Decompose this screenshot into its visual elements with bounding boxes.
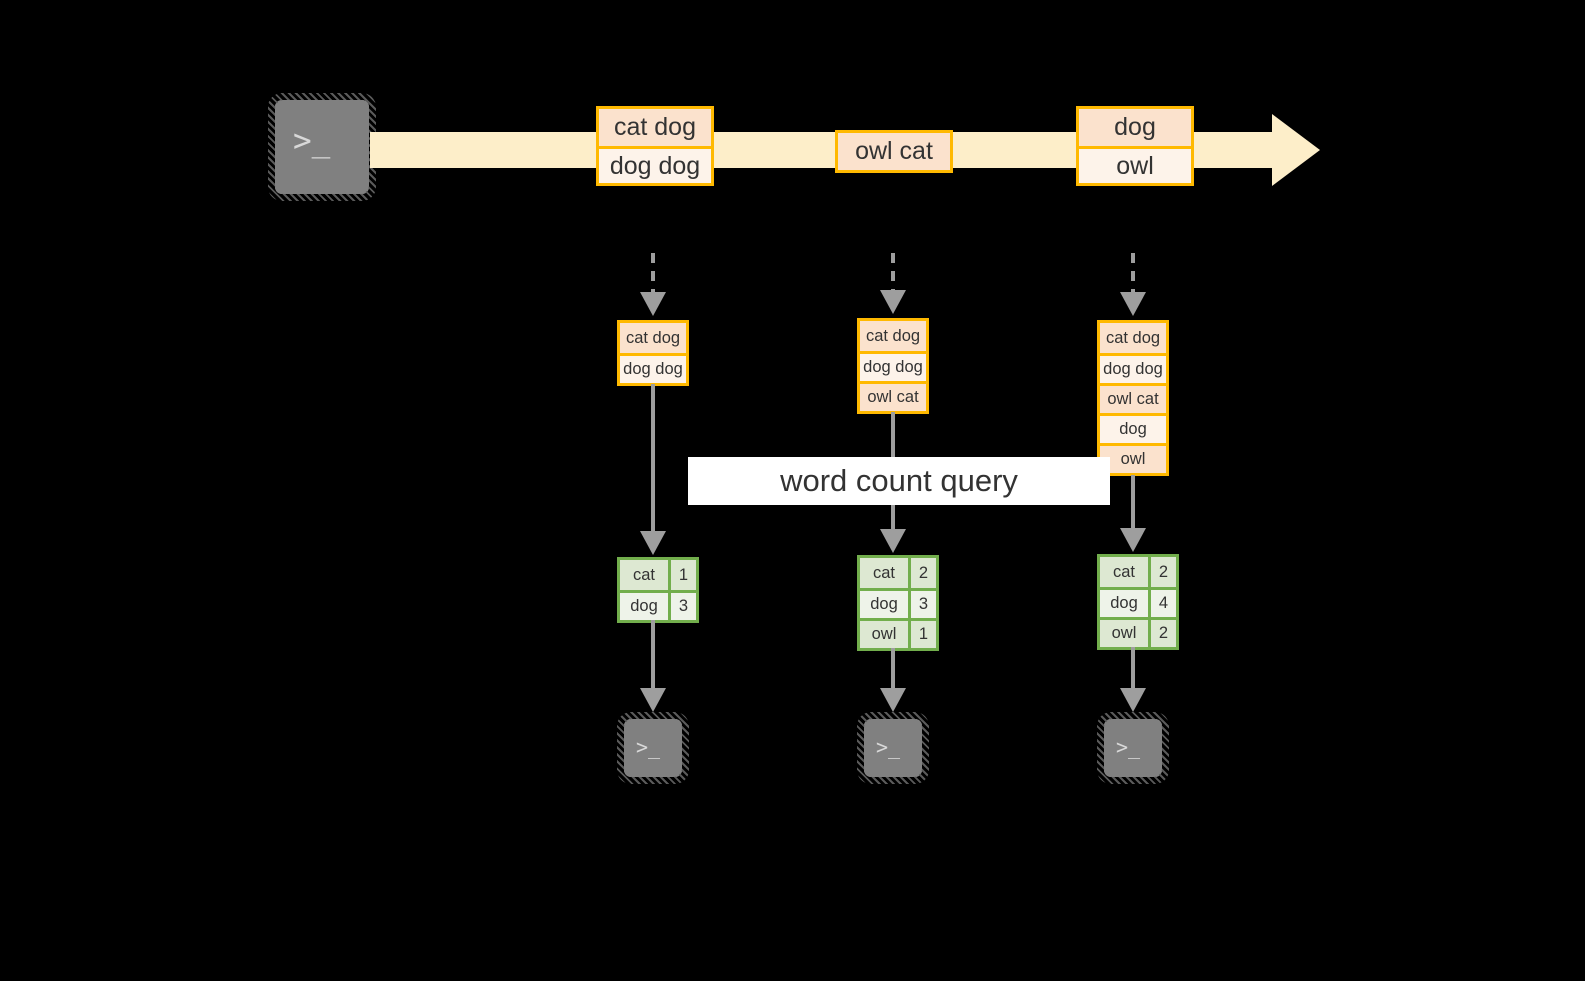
table-row: cat dog: [620, 323, 686, 353]
result-count: 1: [668, 560, 696, 590]
table-row: cat 1: [620, 560, 696, 590]
stream-record: owl cat: [838, 133, 950, 170]
result-word: cat: [620, 560, 668, 590]
result-count: 3: [908, 591, 936, 618]
snapshot-2-dashed-connector: [891, 253, 895, 295]
table-row: cat 2: [1100, 557, 1176, 587]
snapshot-1-query-connector: [651, 384, 655, 534]
snapshot-2-dashed-arrowhead: [880, 290, 906, 314]
stream-record: dog: [1079, 109, 1191, 146]
table-row: dog 4: [1100, 587, 1176, 617]
table-row: dog 3: [620, 590, 696, 620]
result-count: 2: [1148, 620, 1176, 647]
snapshot-2-query-arrowhead: [880, 529, 906, 553]
snapshot-3-sink-arrowhead: [1120, 688, 1146, 712]
table-row: cat dog: [1100, 323, 1166, 353]
query-label-band: word count query: [688, 457, 1110, 505]
result-word: dog: [1100, 590, 1148, 617]
table-row: cat dog: [860, 321, 926, 351]
sink-terminal-prompt: >_: [636, 735, 661, 759]
snapshot-3-input-table: cat dog dog dog owl cat dog owl: [1097, 320, 1169, 476]
terminal-screen: [275, 100, 369, 194]
result-word: dog: [860, 591, 908, 618]
table-row: owl cat: [860, 381, 926, 411]
result-count: 1: [908, 621, 936, 648]
result-count: 2: [1148, 557, 1176, 587]
sink-terminal-prompt: >_: [876, 735, 901, 759]
stream-record: cat dog: [599, 109, 711, 146]
result-word: dog: [620, 593, 668, 620]
terminal-screen: [864, 719, 922, 777]
table-row: dog 3: [860, 588, 936, 618]
stream-group-1: cat dog dog dog: [596, 106, 714, 186]
stream-record: dog dog: [599, 146, 711, 183]
snapshot-3-dashed-arrowhead: [1120, 292, 1146, 316]
snapshot-1-sink-arrowhead: [640, 688, 666, 712]
snapshot-1-query-arrowhead: [640, 531, 666, 555]
result-word: cat: [860, 558, 908, 588]
snapshot-2-sink-arrowhead: [880, 688, 906, 712]
snapshot-3-query-connector: [1131, 475, 1135, 531]
stream-record: owl: [1079, 146, 1191, 183]
snapshot-3-query-arrowhead: [1120, 528, 1146, 552]
result-word: owl: [1100, 620, 1148, 647]
snapshot-1-sink-connector: [651, 620, 655, 690]
snapshot-2-sink-terminal-icon: >_: [857, 712, 929, 784]
page-title: word count query: [780, 463, 1018, 498]
result-count: 4: [1148, 590, 1176, 617]
snapshot-3-dashed-connector: [1131, 253, 1135, 297]
snapshot-1-input-table: cat dog dog dog: [617, 320, 689, 386]
snapshot-2-result-table: cat 2 dog 3 owl 1: [857, 555, 939, 651]
table-row: dog: [1100, 413, 1166, 443]
snapshot-2-sink-connector: [891, 648, 895, 690]
terminal-screen: [624, 719, 682, 777]
table-row: dog dog: [860, 351, 926, 381]
result-word: cat: [1100, 557, 1148, 587]
terminal-screen: [1104, 719, 1162, 777]
result-word: owl: [860, 621, 908, 648]
table-row: owl cat: [1100, 383, 1166, 413]
table-row: cat 2: [860, 558, 936, 588]
snapshot-1-dashed-arrowhead: [640, 292, 666, 316]
result-count: 3: [668, 593, 696, 620]
table-row: dog dog: [620, 353, 686, 383]
source-terminal-icon: >_: [268, 93, 376, 201]
snapshot-1-result-table: cat 1 dog 3: [617, 557, 699, 623]
snapshot-3-sink-terminal-icon: >_: [1097, 712, 1169, 784]
stream-group-3: dog owl: [1076, 106, 1194, 186]
snapshot-1-sink-terminal-icon: >_: [617, 712, 689, 784]
table-row: owl 1: [860, 618, 936, 648]
table-row: owl 2: [1100, 617, 1176, 647]
snapshot-1-dashed-connector: [651, 253, 655, 297]
stream-arrow-head: [1272, 114, 1320, 186]
snapshot-3-sink-connector: [1131, 647, 1135, 690]
stream-group-2: owl cat: [835, 130, 953, 173]
result-count: 2: [908, 558, 936, 588]
source-terminal-prompt: >_: [293, 123, 331, 159]
snapshot-3-result-table: cat 2 dog 4 owl 2: [1097, 554, 1179, 650]
sink-terminal-prompt: >_: [1116, 735, 1141, 759]
table-row: dog dog: [1100, 353, 1166, 383]
table-row: owl: [1100, 443, 1166, 473]
snapshot-2-input-table: cat dog dog dog owl cat: [857, 318, 929, 414]
